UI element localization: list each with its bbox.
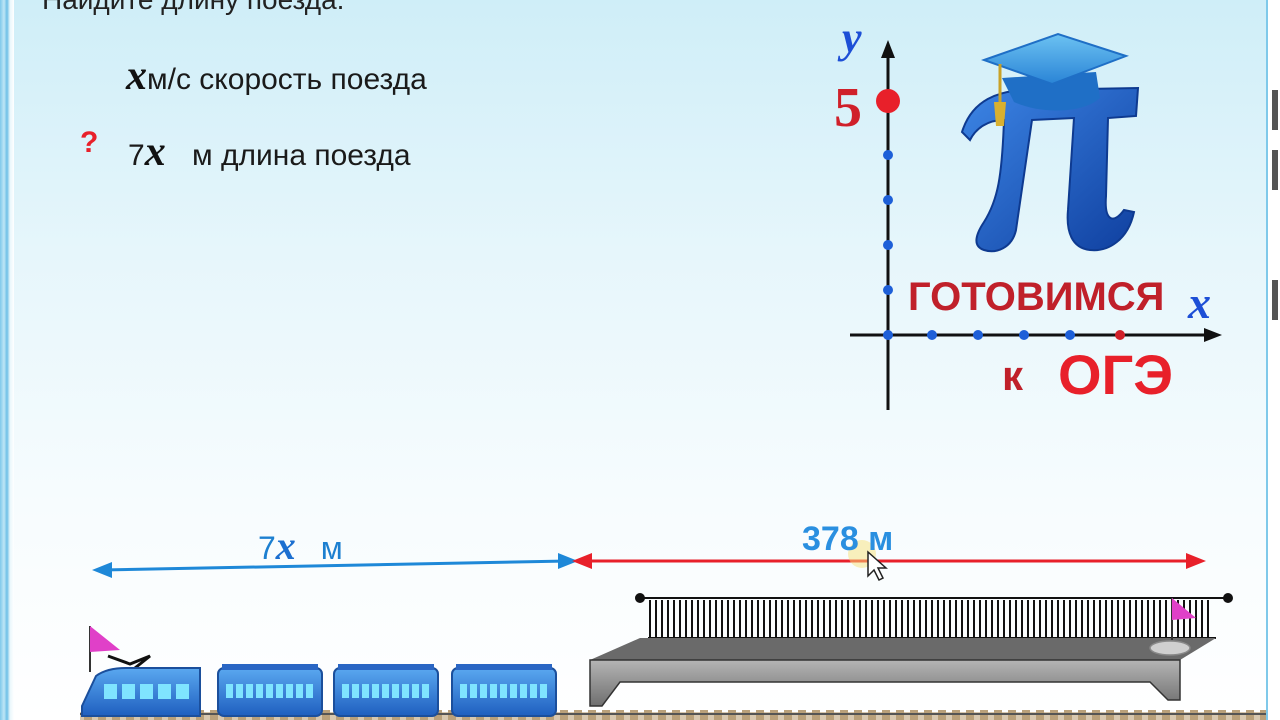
logo-point: [1065, 330, 1075, 340]
length-coefficient: 7: [128, 139, 145, 172]
bridge-lamp-icon: [1149, 640, 1191, 656]
logo-point-five: [876, 89, 900, 113]
speed-line: xм/с скорость поезда: [126, 52, 427, 100]
logo-five-label: 5: [834, 77, 862, 139]
speed-text: м/с скорость поезда: [147, 63, 427, 96]
pi-icon: [960, 86, 1140, 253]
length-text: м длина поезда: [183, 139, 411, 172]
train-length-unit: м: [311, 530, 343, 566]
logo-point: [883, 195, 893, 205]
logo-y-label: y: [837, 13, 862, 62]
logo-point: [883, 330, 893, 340]
arrow-head-left-icon: [92, 562, 112, 578]
bridge: [589, 593, 1233, 707]
pantograph-icon: [107, 654, 151, 674]
length-variable: x: [144, 129, 166, 175]
logo-point: [883, 240, 893, 250]
logo-x-arrow-icon: [1204, 328, 1222, 342]
mouse-cursor-icon: [848, 540, 888, 582]
logo-y-arrow-icon: [881, 40, 895, 58]
edge-mark: [1272, 90, 1278, 130]
logo-y-points: [883, 150, 893, 340]
length-line: 7x м длина поезда: [128, 128, 411, 176]
arrow-head-right-icon: [558, 553, 578, 569]
bridge-length-arrow: [572, 553, 1206, 569]
logo-point: [883, 285, 893, 295]
train: [81, 626, 557, 717]
logo-x-label: x: [1187, 277, 1211, 328]
bridge-railing: [649, 600, 1209, 638]
bridge-deck-top: [590, 638, 1216, 660]
train-car: [451, 664, 557, 717]
train-length-coefficient: 7: [258, 530, 276, 566]
arrow-head-right-icon: [1186, 553, 1206, 569]
train-length-arrow: [92, 553, 578, 578]
bridge-length-label: 378 м: [802, 520, 894, 558]
logo-point: [973, 330, 983, 340]
train-length-variable: x: [275, 523, 296, 568]
logo-title-oge: ОГЭ: [1058, 343, 1173, 406]
bridge-deck: [589, 659, 1181, 707]
arrow-head-left-icon: [572, 553, 592, 569]
train-flag-icon: [90, 626, 120, 652]
train-length-label: 7x м: [258, 522, 343, 569]
locomotive: [81, 667, 201, 717]
train-car: [333, 664, 439, 717]
logo-point: [883, 150, 893, 160]
logo-point: [1019, 330, 1029, 340]
logo-x-points: [927, 330, 1125, 340]
edge-mark: [1272, 150, 1278, 190]
question-mark: ?: [80, 126, 99, 159]
logo: y x 5 ГОТОВИМСЯ к ОГЭ: [834, 13, 1222, 410]
bridge-flag-icon: [1172, 598, 1196, 620]
logo-point: [1115, 330, 1125, 340]
logo-title-k: к: [1002, 352, 1024, 399]
logo-title-line1: ГОТОВИМСЯ: [908, 275, 1164, 319]
slide-right-border: [1266, 0, 1280, 720]
slide-left-border: [0, 0, 14, 720]
logo-point: [927, 330, 937, 340]
speed-variable: x: [126, 53, 147, 99]
edge-mark: [1272, 280, 1278, 320]
problem-heading: Найдите длину поезда.: [42, 0, 344, 16]
train-car: [217, 664, 323, 717]
graduation-cap-icon: [980, 32, 1130, 126]
